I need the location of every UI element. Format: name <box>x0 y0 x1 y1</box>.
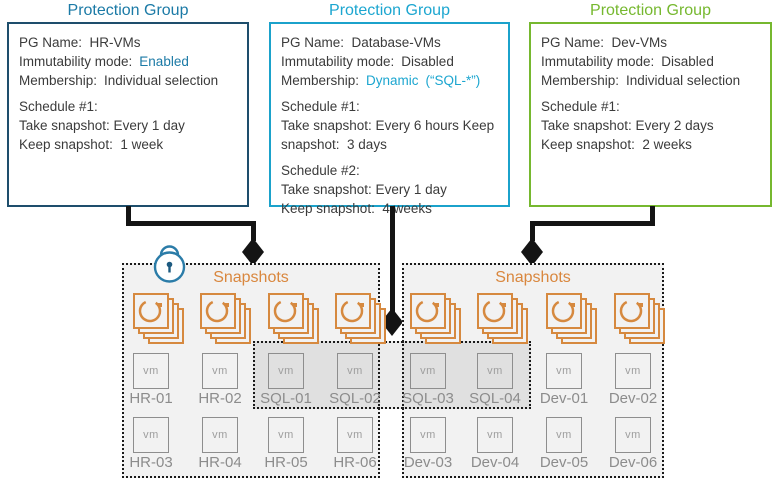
connector-pg1-arrow <box>242 238 264 266</box>
connector-pg1 <box>126 221 256 226</box>
pg2-schedule1-keep: snapshot: 3 days <box>281 137 387 152</box>
pg2-schedule1-title: Schedule #1: <box>281 99 360 114</box>
pg2-name: PG Name: Database-VMs <box>281 35 441 50</box>
pg1-schedule1-take: Take snapshot: Every 1 day <box>19 118 185 133</box>
connector-pg3 <box>650 206 655 226</box>
pg2-schedule2-take: Take snapshot: Every 1 day <box>281 182 447 197</box>
pg3-membership: Membership:Individual selection <box>541 73 741 88</box>
vm-label: Dev-02 <box>608 390 658 407</box>
snapshot-stack-icon <box>477 293 528 344</box>
vm-icon-dev-04: vm <box>477 417 513 453</box>
connector-pg2-arrow <box>381 308 403 336</box>
vm-icon-dev-01: vm <box>546 353 582 389</box>
box-a-border-segment <box>378 341 380 409</box>
pg1-membership: Membership:Individual selection <box>19 73 219 88</box>
refresh-icon <box>619 299 643 323</box>
refresh-icon <box>482 299 506 323</box>
refresh-icon <box>415 299 439 323</box>
vm-icon-hr-05: vm <box>268 417 304 453</box>
pg1-schedule1-title: Schedule #1: <box>19 99 98 114</box>
snapshot-stack-icon <box>268 293 319 344</box>
pg2-immutability: Immutability mode:Disabled <box>281 54 454 69</box>
pg1-title: Protection Group <box>67 2 189 19</box>
vm-label: SQL-01 <box>260 390 312 407</box>
vm-icon-sql-04: vm <box>477 353 513 389</box>
vm-icon-dev-05: vm <box>546 417 582 453</box>
pg3-immutability-value: Disabled <box>661 54 714 69</box>
pg3-schedule1-title: Schedule #1: <box>541 99 620 114</box>
connector-pg1 <box>251 221 256 241</box>
connector-pg2 <box>390 206 395 312</box>
vm-label: SQL-04 <box>469 390 521 407</box>
pg2-schedule2-title: Schedule #2: <box>281 163 360 178</box>
pg3-immutability: Immutability mode:Disabled <box>541 54 714 69</box>
sql-dynamic-group-zone <box>253 341 531 409</box>
snapshot-stack-icon <box>335 293 386 344</box>
connector-pg1 <box>126 206 131 226</box>
pg2-box: PG Name: Database-VMs Immutability mode:… <box>269 22 510 216</box>
pg1-immutability: Immutability mode:Enabled <box>19 54 189 69</box>
connector-pg3-arrow <box>521 238 543 266</box>
pg2-title: Protection Group <box>329 2 450 19</box>
vm-label: SQL-03 <box>402 390 454 407</box>
vm-label: HR-06 <box>333 454 377 471</box>
pg3-box: PG Name: Dev-VMs Immutability mode:Disab… <box>529 22 772 207</box>
connector-pg3 <box>530 221 655 226</box>
vm-label: Dev-01 <box>539 390 589 407</box>
vm-icon-hr-01: vm <box>133 353 169 389</box>
pg1-name: PG Name: HR-VMs <box>19 35 141 50</box>
snapshot-stack-icon <box>410 293 461 344</box>
refresh-icon <box>340 299 364 323</box>
vm-icon-sql-03: vm <box>410 353 446 389</box>
pg3-schedule1-take: Take snapshot: Every 2 days <box>541 118 714 133</box>
immutability-lock-icon <box>153 245 186 283</box>
refresh-icon <box>551 299 575 323</box>
vm-icon-hr-06: vm <box>337 417 373 453</box>
vm-icon-dev-03: vm <box>410 417 446 453</box>
vm-icon-hr-04: vm <box>202 417 238 453</box>
refresh-icon <box>138 299 162 323</box>
snapshots-box-b-title: Snapshots <box>495 269 571 286</box>
pg1-schedule1-keep: Keep snapshot: 1 week <box>19 137 164 152</box>
pg2-membership-pattern: (“SQL-*”) <box>425 73 481 88</box>
pg1-immutability-value: Enabled <box>139 54 189 69</box>
vm-label: Dev-05 <box>539 454 589 471</box>
vm-label: Dev-04 <box>470 454 520 471</box>
vm-label: HR-04 <box>198 454 242 471</box>
refresh-icon <box>205 299 229 323</box>
vm-icon-hr-03: vm <box>133 417 169 453</box>
vm-label: Dev-06 <box>608 454 658 471</box>
pg2-schedule2-keep: Keep snapshot: 4 weeks <box>281 201 432 216</box>
connector-pg3 <box>530 221 535 241</box>
pg3-schedule1-keep: Keep snapshot: 2 weeks <box>541 137 692 152</box>
vm-label: HR-03 <box>129 454 173 471</box>
vm-label: HR-02 <box>198 390 242 407</box>
snapshot-stack-icon <box>200 293 251 344</box>
vm-label: Dev-03 <box>403 454 453 471</box>
snapshot-stack-icon <box>546 293 597 344</box>
snapshot-stack-icon <box>614 293 665 344</box>
refresh-icon <box>273 299 297 323</box>
pg3-title: Protection Group <box>590 2 711 19</box>
vm-icon-hr-02: vm <box>202 353 238 389</box>
vm-label: HR-01 <box>129 390 173 407</box>
pg2-immutability-value: Disabled <box>401 54 454 69</box>
pg2-membership: Membership:Dynamic(“SQL-*”) <box>281 73 481 88</box>
snapshots-box-a-title: Snapshots <box>213 269 289 286</box>
vm-label: HR-05 <box>264 454 308 471</box>
pg3-name: PG Name: Dev-VMs <box>541 35 668 50</box>
vm-icon-sql-01: vm <box>268 353 304 389</box>
snapshot-stack-icon <box>133 293 184 344</box>
pg2-schedule1-take: Take snapshot: Every 6 hours Keep <box>281 118 495 133</box>
pg1-box: PG Name: HR-VMs Immutability mode:Enable… <box>7 22 249 207</box>
vm-icon-dev-02: vm <box>615 353 651 389</box>
vm-icon-sql-02: vm <box>337 353 373 389</box>
box-b-border-segment <box>402 341 404 409</box>
vm-icon-dev-06: vm <box>615 417 651 453</box>
vm-label: SQL-02 <box>329 390 381 407</box>
